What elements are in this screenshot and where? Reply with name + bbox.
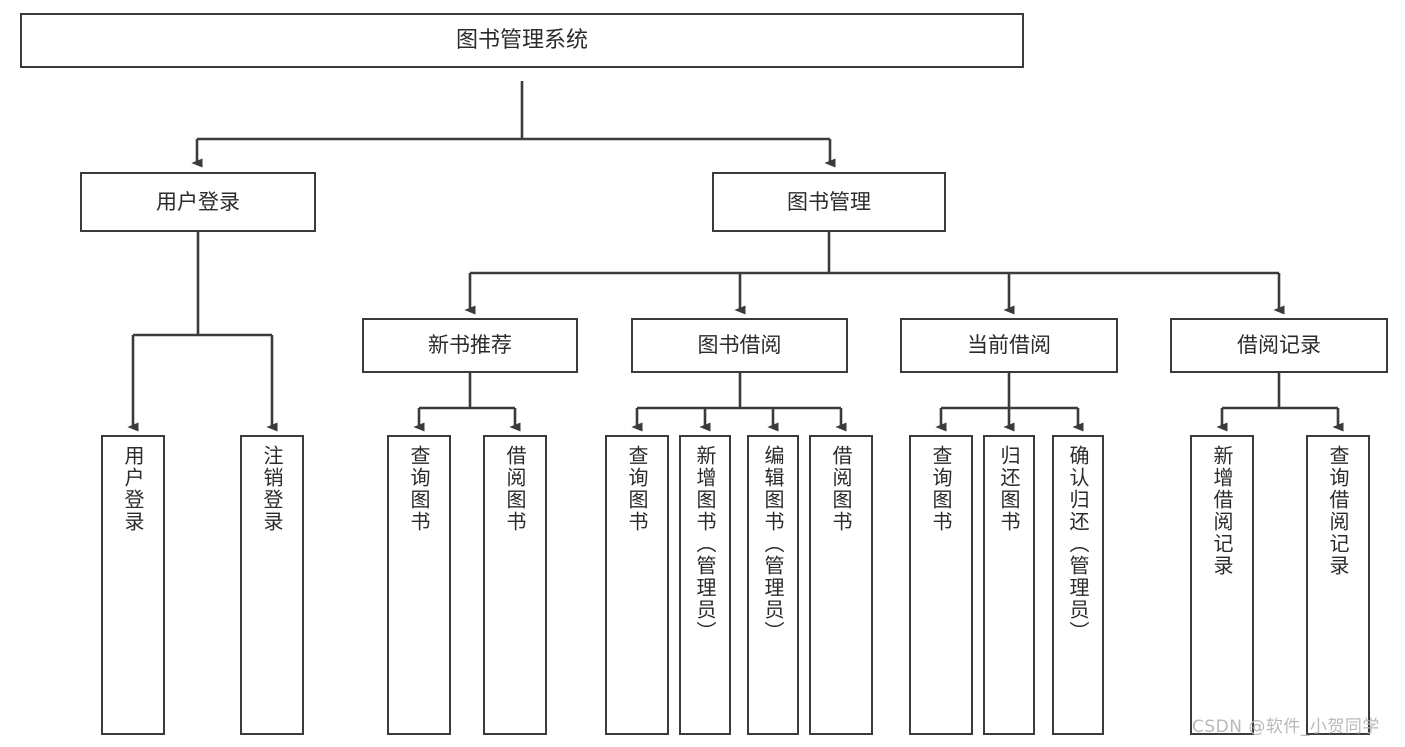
node-label: 新书推荐 [428, 333, 512, 358]
node-label: 新增图书（管理员） [693, 445, 717, 643]
node-label: 查询图书 [625, 445, 649, 533]
node-book-borrowing[interactable]: 图书借阅 [631, 318, 848, 373]
leaf-return-books[interactable]: 归还图书 [983, 435, 1035, 735]
node-new-book-recommendation[interactable]: 新书推荐 [362, 318, 578, 373]
node-label: 注销登录 [260, 445, 284, 533]
node-label: 借阅图书 [503, 445, 527, 533]
node-root-book-management-system[interactable]: 图书管理系统 [20, 13, 1024, 68]
node-label: 编辑图书（管理员） [761, 445, 785, 643]
leaf-query-books-current[interactable]: 查询图书 [909, 435, 973, 735]
node-current-borrowing[interactable]: 当前借阅 [900, 318, 1118, 373]
leaf-query-books-borrow[interactable]: 查询图书 [605, 435, 669, 735]
leaf-borrow-books[interactable]: 借阅图书 [809, 435, 873, 735]
node-label: 图书管理系统 [455, 27, 588, 53]
node-borrow-records[interactable]: 借阅记录 [1170, 318, 1388, 373]
leaf-edit-book-admin[interactable]: 编辑图书（管理员） [747, 435, 799, 735]
node-label: 新增借阅记录 [1210, 445, 1234, 577]
node-label: 用户登录 [121, 445, 145, 533]
node-label: 查询图书 [929, 445, 953, 533]
leaf-query-borrow-record[interactable]: 查询借阅记录 [1306, 435, 1370, 735]
node-label: 图书管理 [787, 189, 871, 214]
leaf-borrow-books-recommend[interactable]: 借阅图书 [483, 435, 547, 735]
node-label: 借阅图书 [829, 445, 853, 533]
node-label: 用户登录 [156, 189, 240, 214]
node-label: 查询借阅记录 [1326, 445, 1350, 577]
node-book-management[interactable]: 图书管理 [712, 172, 946, 232]
node-user-login[interactable]: 用户登录 [80, 172, 316, 232]
leaf-confirm-return-admin[interactable]: 确认归还（管理员） [1052, 435, 1104, 735]
leaf-add-book-admin[interactable]: 新增图书（管理员） [679, 435, 731, 735]
leaf-user-login[interactable]: 用户登录 [101, 435, 165, 735]
node-label: 确认归还（管理员） [1066, 445, 1090, 643]
node-label: 查询图书 [407, 445, 431, 533]
node-label: 归还图书 [997, 445, 1021, 533]
leaf-query-books-recommend[interactable]: 查询图书 [387, 435, 451, 735]
leaf-add-borrow-record[interactable]: 新增借阅记录 [1190, 435, 1254, 735]
leaf-logout[interactable]: 注销登录 [240, 435, 304, 735]
node-label: 借阅记录 [1237, 333, 1321, 358]
node-label: 当前借阅 [967, 333, 1051, 358]
node-label: 图书借阅 [697, 333, 782, 358]
